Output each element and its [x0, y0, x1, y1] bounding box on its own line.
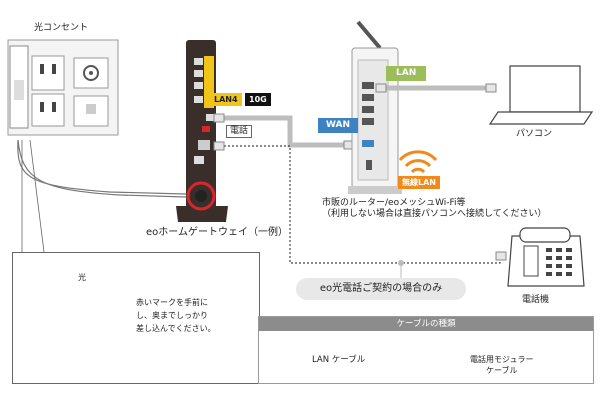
lan-speed-badge: 10G — [245, 93, 271, 106]
legend-title: ケーブルの種類 — [259, 317, 593, 331]
telephone-device — [507, 227, 585, 287]
instruction-line3: 差し込んでください。 — [136, 324, 216, 333]
plug-instruction: 赤いマークを手前に し、奥までしっかり 差し込んでください。 — [136, 296, 216, 335]
wireless-lan-tag: 無線LAN — [398, 176, 440, 189]
pc-label: パソコン — [516, 129, 553, 139]
optical-outlet — [7, 39, 119, 136]
gateway-label: eoホームゲートウェイ（一例） — [146, 227, 288, 238]
cable-legend: ケーブルの種類 — [258, 316, 594, 384]
phone-port-label: 電話 — [226, 125, 253, 138]
lan-tag: LAN — [386, 66, 427, 81]
wifi-icon — [398, 150, 438, 174]
modular-cable-line2: ケーブル — [485, 366, 518, 375]
lan4-port-label: LAN4 — [210, 93, 242, 106]
modular-cable-line1: 電話用モジュラー — [470, 355, 534, 364]
phone-label: 電話機 — [522, 295, 550, 305]
home-gateway-device — [176, 40, 228, 222]
phone-contract-note: eo光電話ご契約の場合のみ — [296, 278, 466, 300]
router-caption-line2: （利用しない場合は直接パソコンへ接続してください） — [322, 209, 547, 220]
router-device — [348, 20, 402, 194]
outlet-label: 光コンセント — [34, 23, 89, 33]
legend-modular-cable-label: 電話用モジュラー ケーブル — [470, 354, 533, 376]
instruction-line2: し、奥までしっかり — [136, 311, 208, 320]
instruction-line1: 赤いマークを手前に — [136, 298, 208, 307]
router-caption: 市販のルーター/eoメッシュWi-Fi等 （利用しない場合は直接パソコンへ接続し… — [322, 198, 546, 221]
legend-lan-cable-label: LAN ケーブル — [312, 355, 366, 365]
router-caption-line1: 市販のルーター/eoメッシュWi-Fi等 — [322, 198, 466, 208]
laptop-pc — [488, 65, 594, 125]
plug-label: 光 — [78, 273, 86, 282]
wan-tag: WAN — [318, 118, 359, 133]
callout-box — [12, 252, 260, 384]
